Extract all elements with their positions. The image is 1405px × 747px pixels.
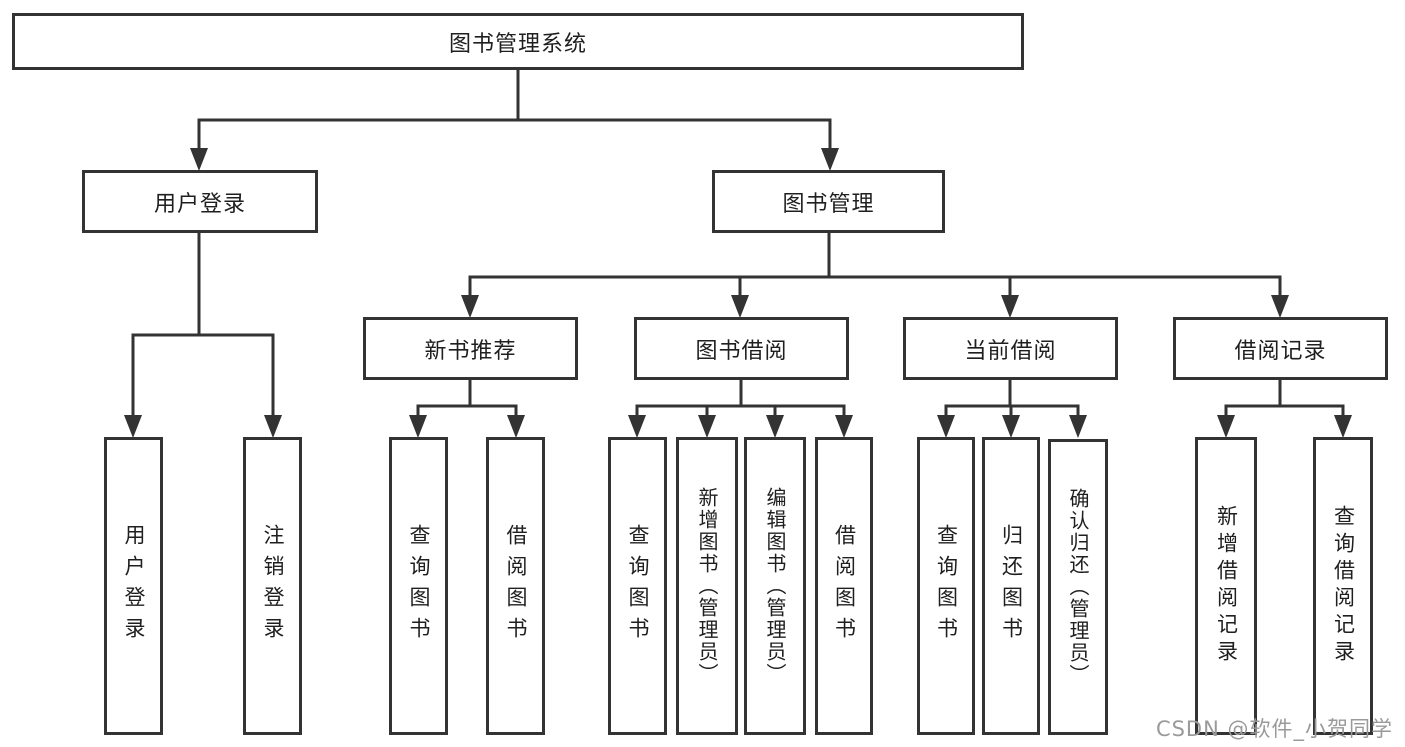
node-leaf-query-book-borrow-label: 查询图书: [626, 524, 650, 648]
arrowhead: [190, 148, 208, 171]
node-user-login: 用户登录: [82, 170, 318, 233]
node-leaf-query-book-current-label: 查询图书: [934, 524, 959, 648]
arrowhead: [628, 415, 646, 438]
node-leaf-query-book-borrow: 查询图书: [608, 437, 667, 735]
arrowhead: [937, 415, 955, 438]
arrowhead: [1069, 415, 1087, 438]
node-borrow-record: 借阅记录: [1173, 317, 1388, 380]
node-leaf-confirm-return-admin: 确认归还（管理员）: [1048, 439, 1108, 735]
node-book-mgmt: 图书管理: [712, 170, 945, 233]
node-leaf-logout-label: 注销登录: [261, 524, 285, 648]
node-leaf-add-borrow-record: 新增借阅记录: [1195, 437, 1257, 735]
arrowhead: [124, 415, 142, 438]
node-leaf-query-book-rec: 查询图书: [389, 437, 448, 735]
arrowhead: [1217, 415, 1235, 438]
node-leaf-edit-book-admin: 编辑图书（管理员）: [744, 437, 806, 735]
node-current-borrow-label: 当前借阅: [964, 338, 1057, 364]
node-current-borrow: 当前借阅: [903, 317, 1118, 380]
connector-current-borrow: [944, 380, 1080, 416]
node-root: 图书管理系统: [12, 13, 1024, 70]
node-leaf-add-book-admin: 新增图书（管理员）: [676, 437, 738, 735]
arrowhead: [409, 415, 427, 438]
arrowhead: [731, 295, 749, 318]
connector-book-borrow: [635, 380, 846, 416]
node-borrow-record-label: 借阅记录: [1234, 338, 1327, 364]
node-leaf-user-login: 用户登录: [104, 437, 163, 735]
node-leaf-user-login-label: 用户登录: [122, 524, 146, 648]
arrowhead: [821, 148, 839, 171]
connector-new-book-rec: [416, 380, 518, 416]
node-leaf-query-book-rec-label: 查询图书: [407, 524, 431, 648]
node-leaf-borrow-book-rec: 借阅图书: [486, 437, 545, 735]
arrowhead: [1334, 415, 1352, 438]
node-book-borrow-label: 图书借阅: [695, 338, 788, 364]
node-new-book-rec: 新书推荐: [363, 317, 578, 380]
node-user-login-label: 用户登录: [153, 191, 246, 217]
arrowheads: [124, 148, 1352, 438]
node-new-book-rec-label: 新书推荐: [424, 338, 517, 364]
node-leaf-query-borrow-record: 查询借阅记录: [1313, 437, 1373, 735]
node-root-label: 图书管理系统: [448, 31, 587, 57]
arrowhead: [1002, 415, 1020, 438]
node-leaf-borrow-book: 借阅图书: [815, 437, 873, 735]
connector-book-mgmt: [468, 233, 1282, 296]
node-leaf-edit-book-admin-label: 编辑图书（管理员）: [763, 487, 787, 685]
node-leaf-borrow-book-label: 借阅图书: [832, 524, 857, 648]
arrowhead: [507, 415, 525, 438]
arrowhead: [766, 415, 784, 438]
arrowhead: [1271, 295, 1289, 318]
node-leaf-return-book-label: 归还图书: [999, 524, 1024, 648]
node-leaf-query-borrow-record-label: 查询借阅记录: [1331, 505, 1356, 667]
node-leaf-query-book-current: 查询图书: [917, 437, 975, 735]
connector-root: [197, 70, 832, 149]
arrowhead: [835, 415, 853, 438]
node-leaf-add-borrow-record-label: 新增借阅记录: [1214, 505, 1239, 667]
arrowhead: [1001, 295, 1019, 318]
connector-borrow-record: [1224, 380, 1345, 416]
csdn-watermark: CSDN @软件_小贺同学: [1155, 717, 1393, 741]
node-leaf-confirm-return-admin-label: 确认归还（管理员）: [1066, 488, 1090, 686]
node-leaf-add-book-admin-label: 新增图书（管理员）: [695, 487, 719, 685]
node-book-mgmt-label: 图书管理: [782, 191, 875, 217]
arrowhead: [698, 415, 716, 438]
node-leaf-borrow-book-rec-label: 借阅图书: [504, 524, 528, 648]
node-leaf-return-book: 归还图书: [982, 437, 1040, 735]
node-book-borrow: 图书借阅: [634, 317, 849, 380]
connector-user-login: [131, 233, 275, 416]
arrowhead: [461, 295, 479, 318]
node-leaf-logout: 注销登录: [243, 437, 302, 735]
arrowhead: [264, 415, 282, 438]
